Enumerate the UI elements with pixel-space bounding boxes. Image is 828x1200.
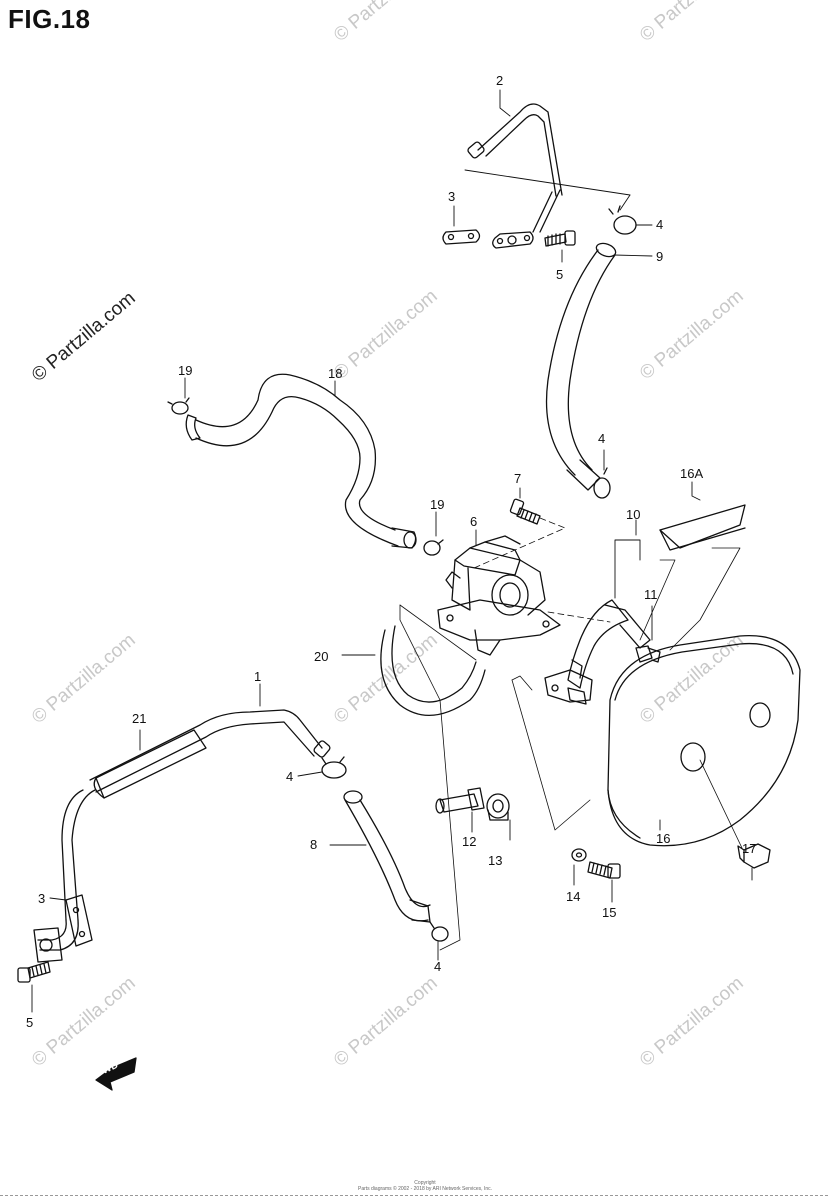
callout-13: 13	[488, 853, 503, 868]
callout-5: 5	[556, 267, 564, 282]
callout-12: 12	[462, 834, 477, 849]
callout-11: 11	[644, 587, 658, 602]
part-12-sleeve	[435, 787, 485, 814]
part-19-clip-left	[167, 397, 190, 415]
callout-3: 3	[448, 189, 456, 204]
part-3-plate-top	[442, 229, 534, 249]
callout-15: 15	[602, 905, 617, 920]
fwd-arrow	[95, 1057, 137, 1091]
part-5-bolt-top	[544, 230, 576, 247]
callout-5: 5	[26, 1015, 34, 1030]
callout-8: 8	[310, 837, 318, 852]
callout-16a: 16A	[680, 466, 704, 481]
callout-19: 19	[178, 363, 193, 378]
part-2-pipe	[467, 103, 563, 233]
figure-title: FIG.18	[8, 4, 91, 34]
callout-20: 20	[314, 649, 329, 664]
callout-18: 18	[328, 366, 343, 381]
part-17-bolt	[737, 843, 771, 869]
copyright-notice: Copyright Parts diagrams © 2002 - 2018 b…	[350, 1180, 500, 1192]
part-6-valve	[437, 535, 561, 656]
copyright-line-2: Parts diagrams © 2002 - 2018 by ARI Netw…	[357, 1186, 493, 1192]
bottom-dashed-divider	[0, 1195, 828, 1196]
callout-3: 3	[38, 891, 46, 906]
callout-19: 19	[430, 497, 445, 512]
callout-2: 2	[496, 73, 504, 88]
part-13-grommet	[486, 793, 510, 821]
callout-4: 4	[434, 959, 442, 974]
callout-9: 9	[656, 249, 664, 264]
part-8-hose	[343, 790, 431, 923]
part-19-clip-right	[423, 539, 444, 556]
part-15-bolt	[587, 861, 621, 879]
part-4-clip-near-1	[321, 756, 347, 779]
part-21-sleeve	[93, 729, 207, 799]
part-14-washer	[571, 848, 587, 862]
part-3-plate-bottom	[33, 894, 93, 963]
callout-10: 10	[626, 507, 641, 522]
callout-4: 4	[656, 217, 664, 232]
part-5-bolt-bottom	[17, 961, 51, 983]
part-9-hose	[545, 242, 617, 491]
part-11-nut	[635, 645, 661, 663]
part-4-clip-bottom	[429, 921, 449, 942]
callout-4: 4	[598, 431, 606, 446]
part-20-hose	[380, 625, 486, 716]
callout-17: 17	[742, 841, 757, 856]
callout-16: 16	[656, 831, 671, 846]
part-7-bolt	[509, 498, 541, 525]
callout-6: 6	[470, 514, 478, 529]
part-1-pipe	[37, 709, 331, 951]
callout-14: 14	[566, 889, 581, 904]
callout-1: 1	[254, 669, 262, 684]
part-18-hose	[185, 373, 417, 549]
copyright-line-1: Copyright	[414, 1180, 436, 1186]
part-16a-pad	[659, 504, 746, 551]
part-4-clip-mid	[593, 467, 611, 499]
part-4-clip-top	[608, 205, 637, 235]
part-16-cover	[607, 634, 801, 847]
part-10-bracket	[544, 599, 651, 705]
callout-4: 4	[286, 769, 294, 784]
callout-7: 7	[514, 471, 522, 486]
callout-21: 21	[132, 711, 147, 726]
